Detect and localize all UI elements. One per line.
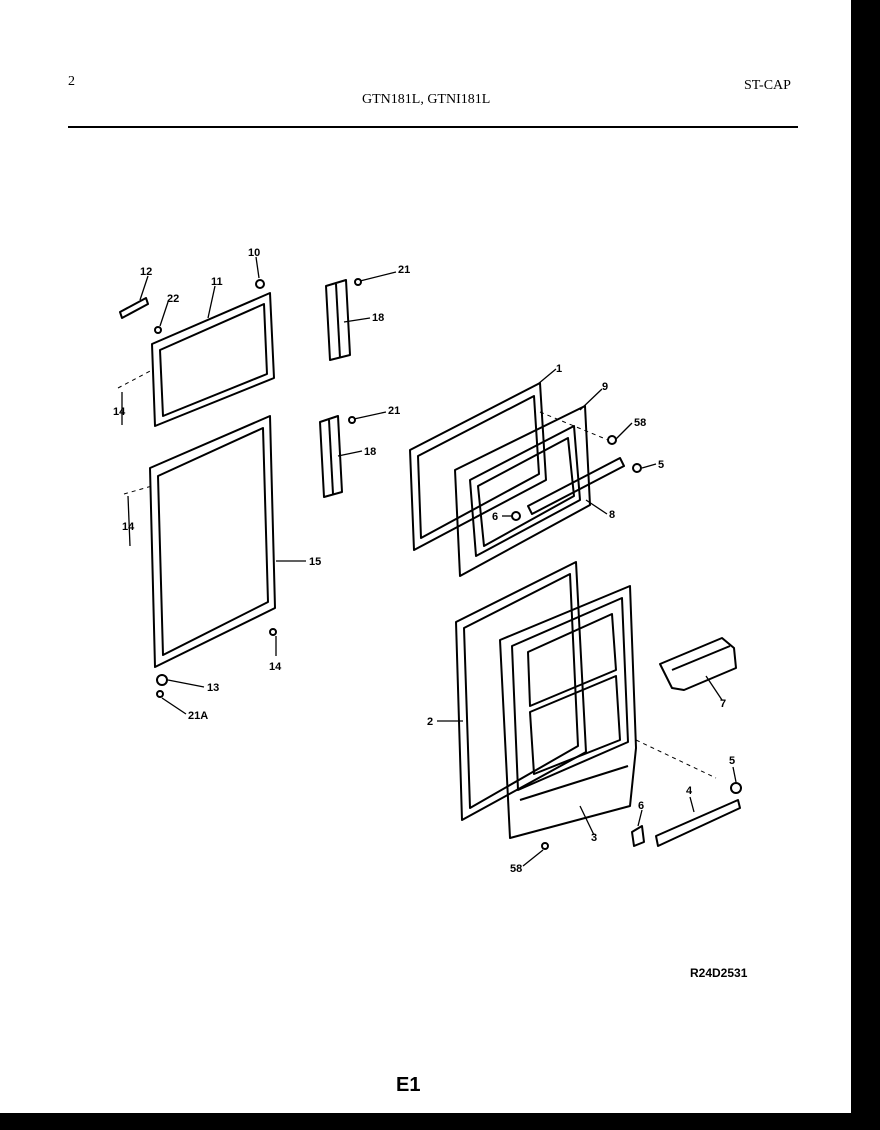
callout-6-lower: 6 [638, 800, 644, 812]
part-21A-screw [156, 690, 164, 698]
part-58-lower-screw [541, 842, 549, 850]
callout-14-middle: 14 [122, 521, 135, 533]
callout-4: 4 [686, 785, 693, 797]
callout-9: 9 [602, 381, 608, 393]
part-6-knob [511, 511, 521, 521]
part-15-fresh-food-gasket [149, 415, 276, 668]
callout-8: 8 [609, 509, 615, 521]
callout-14-upper: 14 [113, 406, 126, 418]
callout-11: 11 [211, 276, 223, 288]
part-18-lower-handle [319, 415, 343, 498]
part-11-freezer-gasket [151, 292, 275, 427]
section-label: E1 [396, 1074, 421, 1096]
scan-border-bottom [0, 1113, 880, 1130]
page-number: 2 [68, 74, 75, 89]
model-numbers: GTN181L, GTNI181L [362, 92, 491, 107]
callout-2: 2 [427, 716, 433, 728]
callout-5-lower: 5 [729, 755, 735, 767]
part-9-freezer-door-liner [454, 405, 591, 577]
part-6-lower-bracket [631, 825, 645, 847]
header-rule [68, 126, 798, 128]
callout-labels: 12 22 11 10 21 18 21 18 14 14 14 15 13 2… [113, 247, 735, 875]
part-10-screw [255, 279, 265, 289]
callout-1: 1 [556, 363, 562, 375]
callout-18-lower: 18 [364, 446, 376, 458]
callout-21A: 21A [188, 710, 208, 722]
part-18-upper-handle [325, 279, 351, 361]
part-22-screw [154, 326, 162, 334]
callout-7: 7 [720, 698, 726, 710]
part-6-upper-door-shelf [527, 457, 625, 515]
callout-12: 12 [140, 266, 152, 278]
callout-21-lower: 21 [388, 405, 400, 417]
callout-58-upper: 58 [634, 417, 646, 429]
part-2-fresh-food-door-gasket [455, 561, 587, 821]
part-21-upper-screw [354, 278, 362, 286]
part-7-door-bin [659, 637, 737, 691]
callout-13: 13 [207, 682, 219, 694]
part-12-trim [119, 297, 149, 319]
part-3-fresh-food-door-liner [499, 585, 637, 839]
scan-border-right [851, 0, 880, 1130]
callout-15: 15 [309, 556, 321, 568]
catalog-code: ST-CAP [744, 78, 791, 93]
callout-22: 22 [167, 293, 179, 305]
part-4-shelf-rail [655, 799, 741, 847]
callout-14-lower: 14 [269, 661, 282, 673]
part-14-screw [269, 628, 277, 636]
callout-6-upper: 6 [492, 511, 498, 523]
leader-lines [121, 256, 737, 867]
callout-3: 3 [591, 832, 597, 844]
part-21-lower-screw [348, 416, 356, 424]
callout-10: 10 [248, 247, 260, 259]
part-13-bushing [156, 674, 168, 686]
callout-21-upper: 21 [398, 264, 410, 276]
part-1-freezer-door-gasket [409, 382, 547, 551]
part-5-lower-clip [730, 782, 742, 794]
diagram-id: R24D2531 [690, 966, 748, 980]
part-58-upper-screw [607, 435, 617, 445]
callout-18-upper: 18 [372, 312, 384, 324]
callout-5-upper: 5 [658, 459, 664, 471]
callout-58-lower: 58 [510, 863, 522, 875]
alignment-lines [117, 369, 717, 779]
part-5-upper-clip [632, 463, 642, 473]
